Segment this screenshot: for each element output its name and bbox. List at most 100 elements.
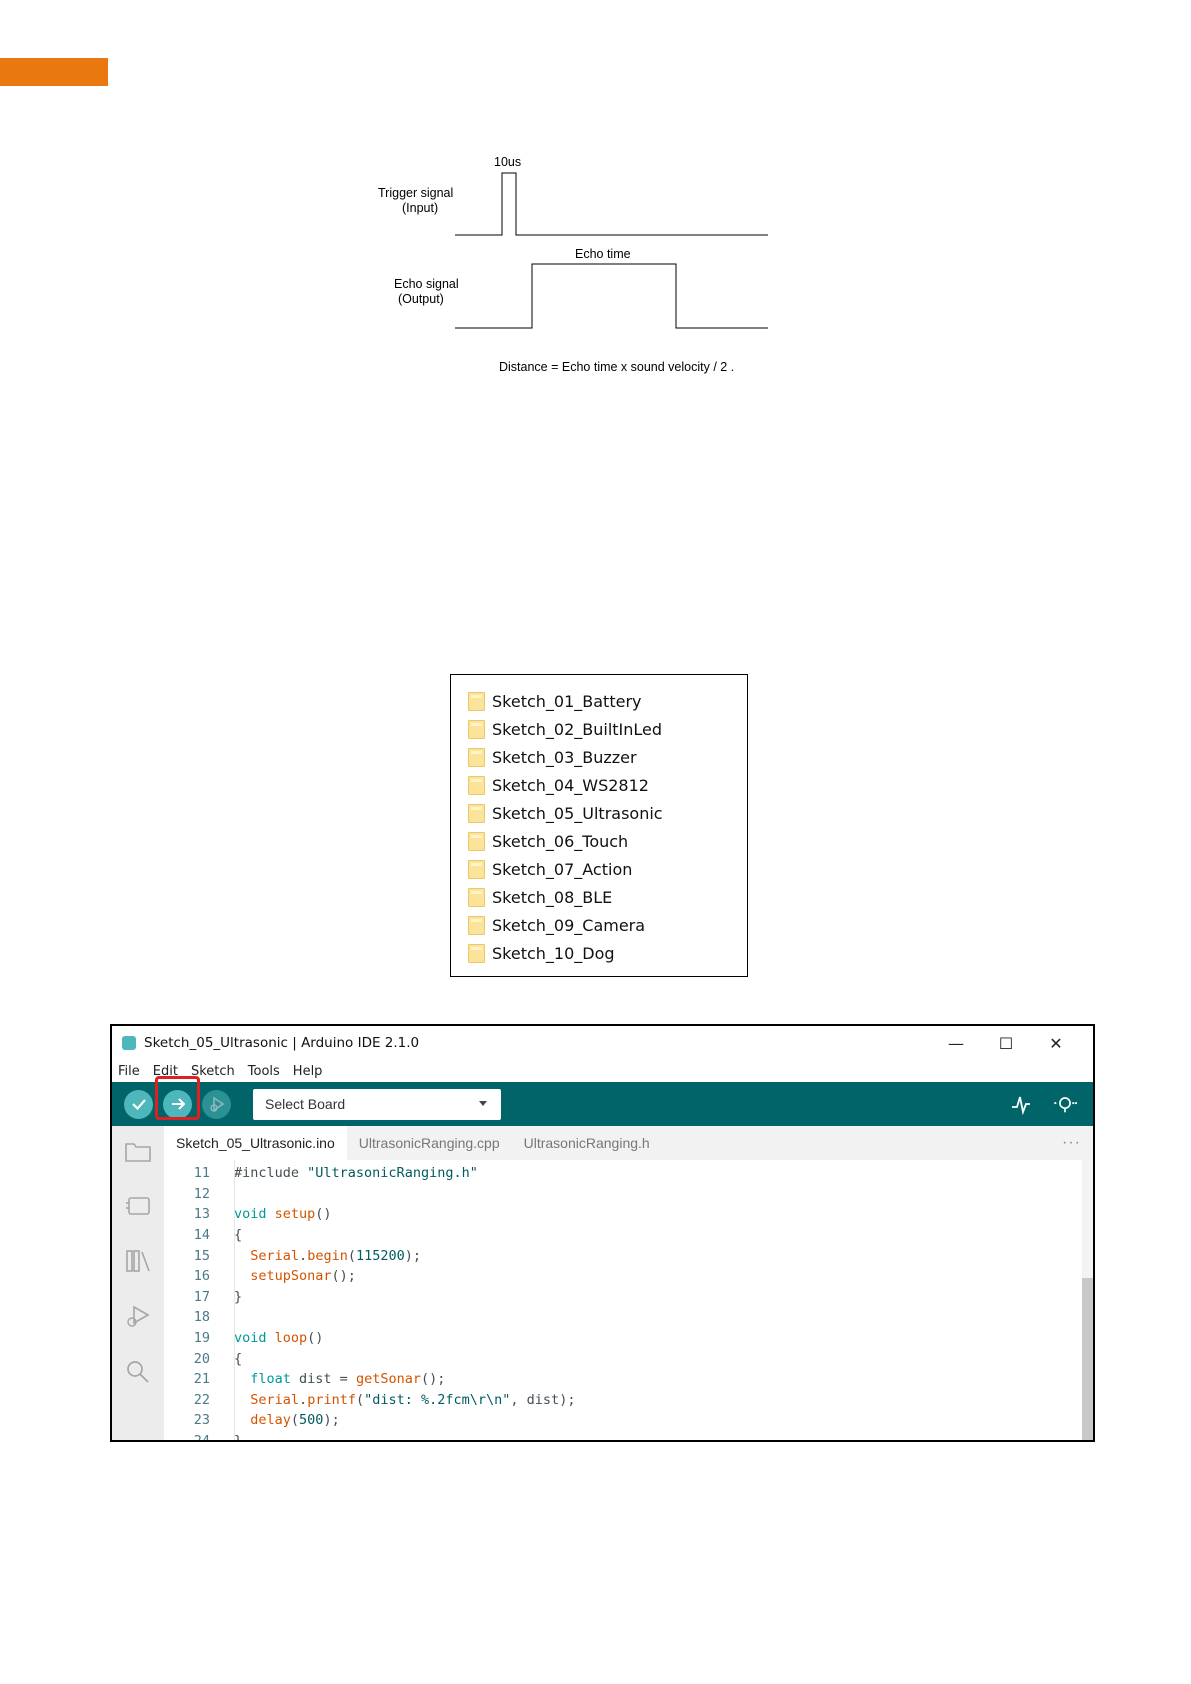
line-number: 17 [193, 1288, 210, 1305]
echo-waveform [455, 263, 768, 329]
code-text: Serial.begin(115200); [250, 1247, 422, 1264]
line-number: 24 [193, 1433, 210, 1442]
debug-panel-button[interactable] [123, 1301, 153, 1331]
echo-time-label: Echo time [575, 247, 631, 261]
ultrasonic-timing-diagram: 10us Trigger signal (Input) Echo time Ec… [378, 155, 830, 385]
toolbar-right [989, 1082, 1077, 1126]
line-number: 15 [193, 1247, 210, 1264]
board-selector[interactable]: Select Board [253, 1088, 501, 1120]
folder-icon [468, 691, 485, 711]
arrow-right-icon [171, 1098, 185, 1110]
menu-item-help[interactable]: Help [292, 1063, 323, 1079]
menu-item-edit[interactable]: Edit [152, 1063, 178, 1079]
folder-icon [468, 915, 485, 935]
gutter-divider [234, 1160, 235, 1440]
editor-tab[interactable]: Sketch_05_Ultrasonic.ino [164, 1126, 347, 1160]
upload-button[interactable] [163, 1089, 192, 1119]
trigger-waveform [455, 172, 768, 236]
menu-item-tools[interactable]: Tools [247, 1063, 280, 1079]
line-number: 20 [193, 1350, 210, 1367]
search-button[interactable] [123, 1356, 153, 1386]
line-number: 14 [193, 1227, 210, 1244]
folder-icon [468, 859, 485, 879]
vertical-scrollbar[interactable] [1082, 1160, 1093, 1440]
code-text: #include "UltrasonicRanging.h" [234, 1165, 478, 1182]
folder-item[interactable]: Sketch_01_Battery [451, 687, 747, 715]
maximize-button[interactable]: ☐ [998, 1033, 1014, 1053]
serial-plotter-button[interactable] [1009, 1092, 1033, 1116]
verify-button[interactable] [124, 1089, 153, 1119]
line-number: 12 [193, 1185, 210, 1202]
boards-manager-button[interactable] [123, 1191, 153, 1221]
activity-sidebar [112, 1126, 164, 1440]
folder-icon [468, 943, 485, 963]
more-tabs-icon[interactable]: ··· [1062, 1134, 1081, 1151]
minimize-button[interactable]: — [948, 1033, 964, 1053]
editor-area: Sketch_05_Ultrasonic.ino UltrasonicRangin… [164, 1126, 1093, 1440]
code-text: delay(500); [250, 1412, 340, 1429]
code-text: setupSonar(); [250, 1268, 356, 1285]
arduino-logo-icon [122, 1036, 136, 1050]
code-line: 24} [164, 1431, 1093, 1442]
menu-item-file[interactable]: File [118, 1063, 140, 1079]
folder-name: Sketch_03_Buzzer [492, 747, 637, 767]
folder-item[interactable]: Sketch_07_Action [451, 855, 747, 883]
echo-signal-label: Echo signal [394, 277, 459, 291]
timing-waveforms [455, 172, 768, 329]
folder-item[interactable]: Sketch_05_Ultrasonic [451, 799, 747, 827]
serial-monitor-button[interactable] [1053, 1092, 1077, 1116]
code-line: 17} [164, 1287, 1093, 1308]
code-line: 18 [164, 1307, 1093, 1328]
board-icon [126, 1197, 150, 1215]
editor-tab[interactable]: UltrasonicRanging.h [523, 1135, 650, 1151]
code-line: 11 #include "UltrasonicRanging.h" [164, 1163, 1093, 1184]
line-number: 18 [193, 1309, 210, 1326]
folder-item[interactable]: Sketch_03_Buzzer [451, 743, 747, 771]
code-text: void loop() [234, 1330, 324, 1347]
debug-button[interactable] [202, 1089, 231, 1119]
code-line: 14{ [164, 1225, 1093, 1246]
line-number: 19 [193, 1330, 210, 1347]
window-controls: — ☐ ✕ [931, 1026, 1081, 1060]
line-number: 13 [193, 1206, 210, 1223]
code-text: } [234, 1433, 243, 1442]
header-accent-tab [0, 58, 108, 86]
check-icon [131, 1099, 146, 1111]
line-number: 11 [193, 1165, 210, 1182]
search-icon [127, 1361, 149, 1383]
close-button[interactable]: ✕ [1049, 1033, 1063, 1053]
folder-name: Sketch_08_BLE [492, 887, 613, 907]
editor-tab[interactable]: UltrasonicRanging.cpp [358, 1135, 500, 1151]
folder-item[interactable]: Sketch_08_BLE [451, 883, 747, 911]
library-icon [126, 1250, 150, 1272]
line-number: 21 [193, 1371, 210, 1388]
ide-body: Sketch_05_Ultrasonic.ino UltrasonicRangin… [112, 1126, 1093, 1440]
scrollbar-thumb[interactable] [1082, 1278, 1093, 1440]
code-line: 23 delay(500); [164, 1410, 1093, 1431]
code-line: 12 [164, 1184, 1093, 1205]
folder-name: Sketch_06_Touch [492, 831, 629, 851]
folder-item[interactable]: Sketch_02_BuiltInLed [451, 715, 747, 743]
folder-item[interactable]: Sketch_06_Touch [451, 827, 747, 855]
folder-item[interactable]: Sketch_04_WS2812 [451, 771, 747, 799]
menu-item-sketch[interactable]: Sketch [190, 1063, 235, 1079]
code-text: void setup() [234, 1206, 332, 1223]
library-manager-button[interactable] [123, 1246, 153, 1276]
folder-name: Sketch_01_Battery [492, 691, 642, 711]
folder-name: Sketch_02_BuiltInLed [492, 719, 663, 739]
folder-item[interactable]: Sketch_09_Camera [451, 911, 747, 939]
chevron-down-icon [479, 1100, 487, 1106]
folder-icon [468, 719, 485, 739]
code-editor[interactable]: 11 #include "UltrasonicRanging.h" 12 13 void… [164, 1160, 1093, 1442]
folder-name: Sketch_04_WS2812 [492, 775, 649, 795]
folder-item[interactable]: Sketch_10_Dog [451, 939, 747, 967]
trigger-input-label: (Input) [402, 201, 439, 215]
menu-bar: File Edit Sketch Tools Help [112, 1060, 1093, 1082]
window-title: Sketch_05_Ultrasonic | Arduino IDE 2.1.0 [144, 1035, 420, 1051]
board-select-label: Select Board [265, 1096, 346, 1112]
folder-icon [125, 1143, 151, 1162]
folder-icon [468, 775, 485, 795]
code-line: 20{ [164, 1348, 1093, 1369]
code-line: 16 setupSonar(); [164, 1266, 1093, 1287]
sketchbook-button[interactable] [123, 1136, 153, 1166]
